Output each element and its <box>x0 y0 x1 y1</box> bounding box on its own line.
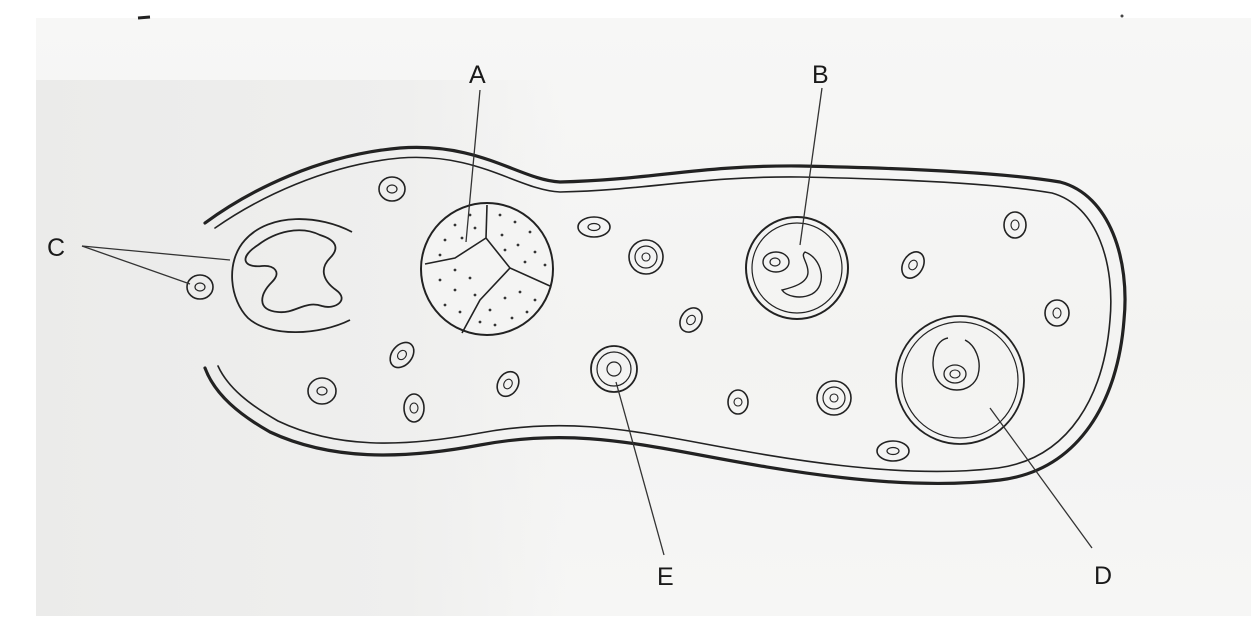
small-vesicle <box>817 381 851 415</box>
small-vesicle <box>1045 300 1069 326</box>
small-vesicle <box>1004 212 1026 238</box>
small-vesicle <box>493 368 523 401</box>
small-vesicle <box>379 177 405 201</box>
label-c: C <box>47 234 65 262</box>
small-organelles <box>187 177 1069 461</box>
organelle-e-vacuole <box>591 346 637 392</box>
organelle-c-gullet <box>232 219 352 332</box>
small-vesicle <box>897 248 928 282</box>
organelle-a-nucleus <box>421 203 553 335</box>
leader-line-c-upper <box>82 246 230 260</box>
organelle-d-vacuole <box>896 316 1024 444</box>
small-vesicle <box>187 275 213 299</box>
scan-speck <box>138 17 150 18</box>
small-vesicle <box>675 304 706 337</box>
scan-speck <box>1121 15 1124 18</box>
label-d: D <box>1094 562 1112 590</box>
cell-wall-outer-upper <box>205 147 1125 483</box>
cell-boundary <box>205 147 1125 483</box>
small-vesicle <box>578 217 610 237</box>
organelle-b-vacuole <box>746 217 848 319</box>
small-vesicle <box>728 390 748 414</box>
small-vesicle <box>877 441 909 461</box>
small-vesicle <box>385 338 418 372</box>
leader-line-e <box>616 382 664 555</box>
small-vesicle <box>404 394 424 422</box>
small-vesicle <box>308 378 336 404</box>
cell-wall-inner-upper <box>215 157 1111 471</box>
label-b: B <box>812 61 829 89</box>
small-vesicle <box>629 240 663 274</box>
label-e: E <box>657 563 674 591</box>
label-a: A <box>469 61 486 89</box>
